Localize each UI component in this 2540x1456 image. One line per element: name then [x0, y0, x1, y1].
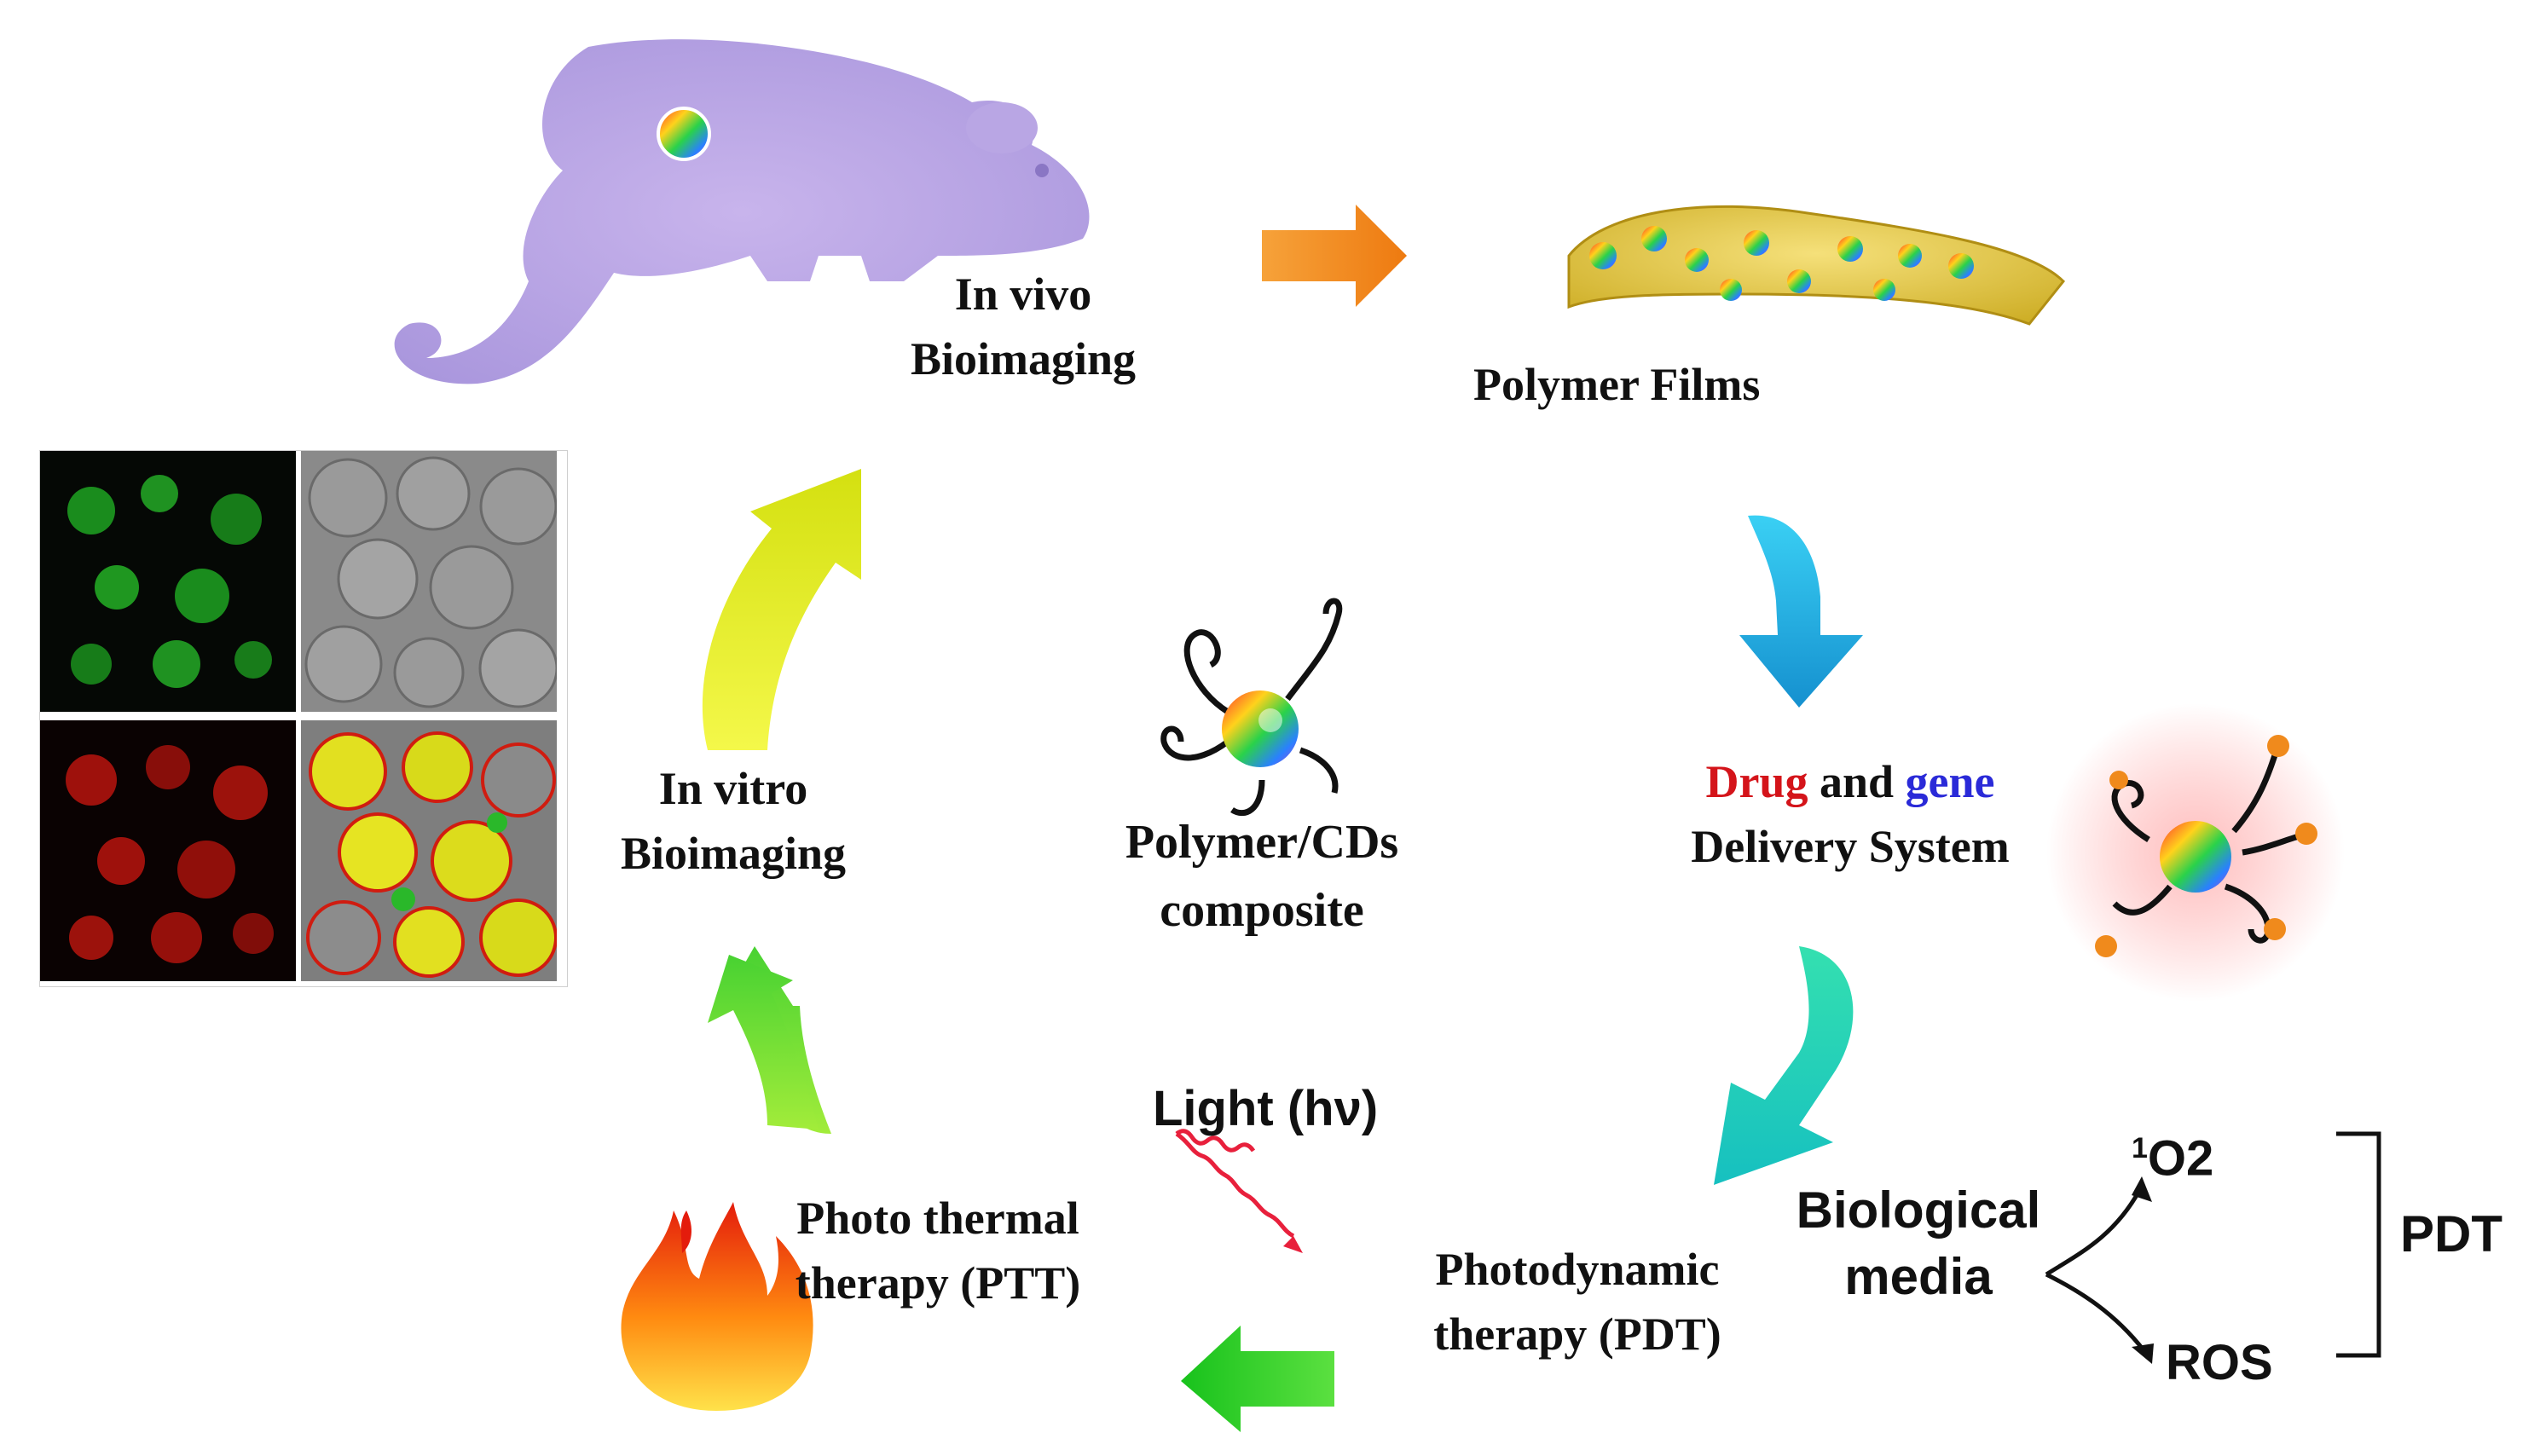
reaction-arrow-up-head: [2132, 1176, 2152, 1202]
gene-word: gene: [1905, 756, 1995, 807]
arrow-cyan: [1739, 515, 1863, 708]
light-label: Light (hν): [1153, 1081, 1379, 1136]
rat-cd-dot: [657, 107, 711, 161]
drug-gene-molecule-image: [2046, 703, 2345, 1002]
polymer-films-label: Polymer Films: [1473, 359, 1761, 410]
merged-image: [301, 720, 557, 981]
microscopy-panel: [39, 450, 568, 987]
center-composite-image: [1160, 598, 1343, 817]
ros-label: ROS: [2166, 1335, 2273, 1390]
fire-icon: [621, 1202, 813, 1411]
pdt-bracket-label: PDT: [2400, 1205, 2502, 1262]
drug-word: Drug: [1705, 756, 1808, 807]
arrow-green: [1181, 1326, 1334, 1432]
light-wave: [1175, 1129, 1295, 1239]
reaction-arrow-down-head: [2132, 1343, 2154, 1364]
rat-image: [394, 39, 1090, 384]
arrow-orange: [1262, 205, 1407, 307]
arrow-teal: [1714, 946, 1854, 1185]
light-wave-head: [1283, 1236, 1303, 1253]
reaction-arrow-up: [2045, 1187, 2143, 1277]
in-vivo-label: In vivo Bioimaging: [910, 269, 1137, 384]
reaction-arrow-down: [2045, 1272, 2146, 1353]
pdt-bracket: [2336, 1131, 2381, 1358]
in-vitro-label: In vitro Bioimaging: [620, 763, 847, 879]
polymer-film-image: [1567, 205, 2066, 326]
red-fluorescence-image: [40, 720, 296, 981]
brightfield-image: [301, 451, 557, 712]
ptt-label: Photo thermal therapy (PTT): [795, 1193, 1081, 1309]
green-fluorescence-image: [40, 451, 296, 712]
arrow-yellow: [702, 469, 861, 750]
center-label: Polymer/CDs composite: [1125, 816, 1399, 937]
drug-gene-label: Drug and gene Delivery System: [1691, 756, 2010, 872]
biological-media-label: Biological media: [1796, 1182, 2041, 1305]
pdt-label: Photodynamic therapy (PDT): [1433, 1244, 1721, 1360]
singlet-oxygen-label: 1O2: [2132, 1130, 2214, 1187]
arrow-lime-body: [708, 955, 819, 1130]
